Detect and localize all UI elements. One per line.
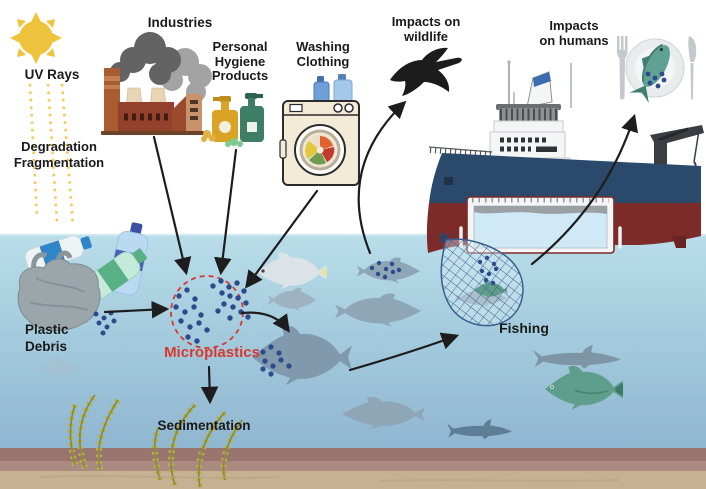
shark-silhouette <box>533 345 621 369</box>
label-uv-rays: UV Rays <box>24 67 80 82</box>
label-wildlife: Impacts on wildlife <box>391 14 461 44</box>
bird-icon <box>390 47 462 96</box>
microplastics-cluster <box>170 275 251 349</box>
label-humans: Impacts on humans <box>539 18 609 48</box>
knife-icon <box>688 36 697 100</box>
label-sedimentation: Sedimentation <box>157 418 251 433</box>
label-degradation: Degradation Fragmentation <box>13 139 105 170</box>
label-plastic-debris: Plastic Debris <box>25 322 69 354</box>
fish-group <box>38 252 623 440</box>
fish-silhouette <box>335 293 421 327</box>
fish-silhouette <box>268 287 316 311</box>
label-fishing: Fishing <box>499 320 549 336</box>
shark-silhouette <box>447 419 512 440</box>
arrow-industries-to-microplastics <box>152 135 192 276</box>
seabed-layer-mid <box>0 461 706 472</box>
uv-ray-dashes <box>28 83 75 227</box>
label-industries: Industries <box>147 15 213 30</box>
seaweed-icon <box>67 393 245 488</box>
label-microplastics: Microplastics <box>164 344 260 361</box>
fishing-net-icon <box>440 238 524 327</box>
flow-arrows <box>103 100 638 405</box>
fish-silhouette <box>38 358 83 377</box>
sand-streaks <box>39 475 621 482</box>
plastic-bag-icon <box>17 250 101 331</box>
arrow-debris-to-microplastics <box>103 300 170 319</box>
arrow-to-sedimentation <box>200 365 219 405</box>
fish-with-microplastics <box>357 257 420 284</box>
live-fish-tank <box>459 196 622 254</box>
fish-silhouette <box>342 396 425 430</box>
big-fish-with-microplastics <box>252 325 352 386</box>
plastic-debris-group <box>17 222 149 336</box>
arrow-to-wildlife <box>357 100 407 255</box>
arrow-microplastics-to-fish <box>240 311 290 333</box>
microplastics-from-bag <box>93 310 117 336</box>
arrow-hygiene-to-microplastics <box>214 148 238 276</box>
arrow-washing-to-microplastics <box>245 189 319 289</box>
seabed-layer-sand <box>0 471 706 489</box>
sun-icon <box>10 12 62 64</box>
microplastics-on-plate <box>645 71 667 89</box>
fork-icon <box>617 36 628 100</box>
label-washing: Washing Clothing <box>296 39 350 69</box>
plate-icon <box>617 36 697 103</box>
washing-machine-icon <box>279 74 360 186</box>
factory-icon <box>101 32 212 135</box>
arrow-fish-to-net <box>348 332 460 372</box>
fish-on-plate-icon <box>629 43 670 103</box>
fishing-ship-icon <box>426 60 704 254</box>
plastic-bottle-icon <box>85 248 147 300</box>
fish-silhouette <box>545 365 623 410</box>
label-hygiene: Personal Hygiene Products <box>211 39 269 83</box>
plastic-bottle-icon <box>24 235 92 272</box>
hygiene-bottles-icon <box>201 93 264 147</box>
arrow-to-humans <box>530 113 638 266</box>
seabed-layer-top <box>0 448 706 462</box>
